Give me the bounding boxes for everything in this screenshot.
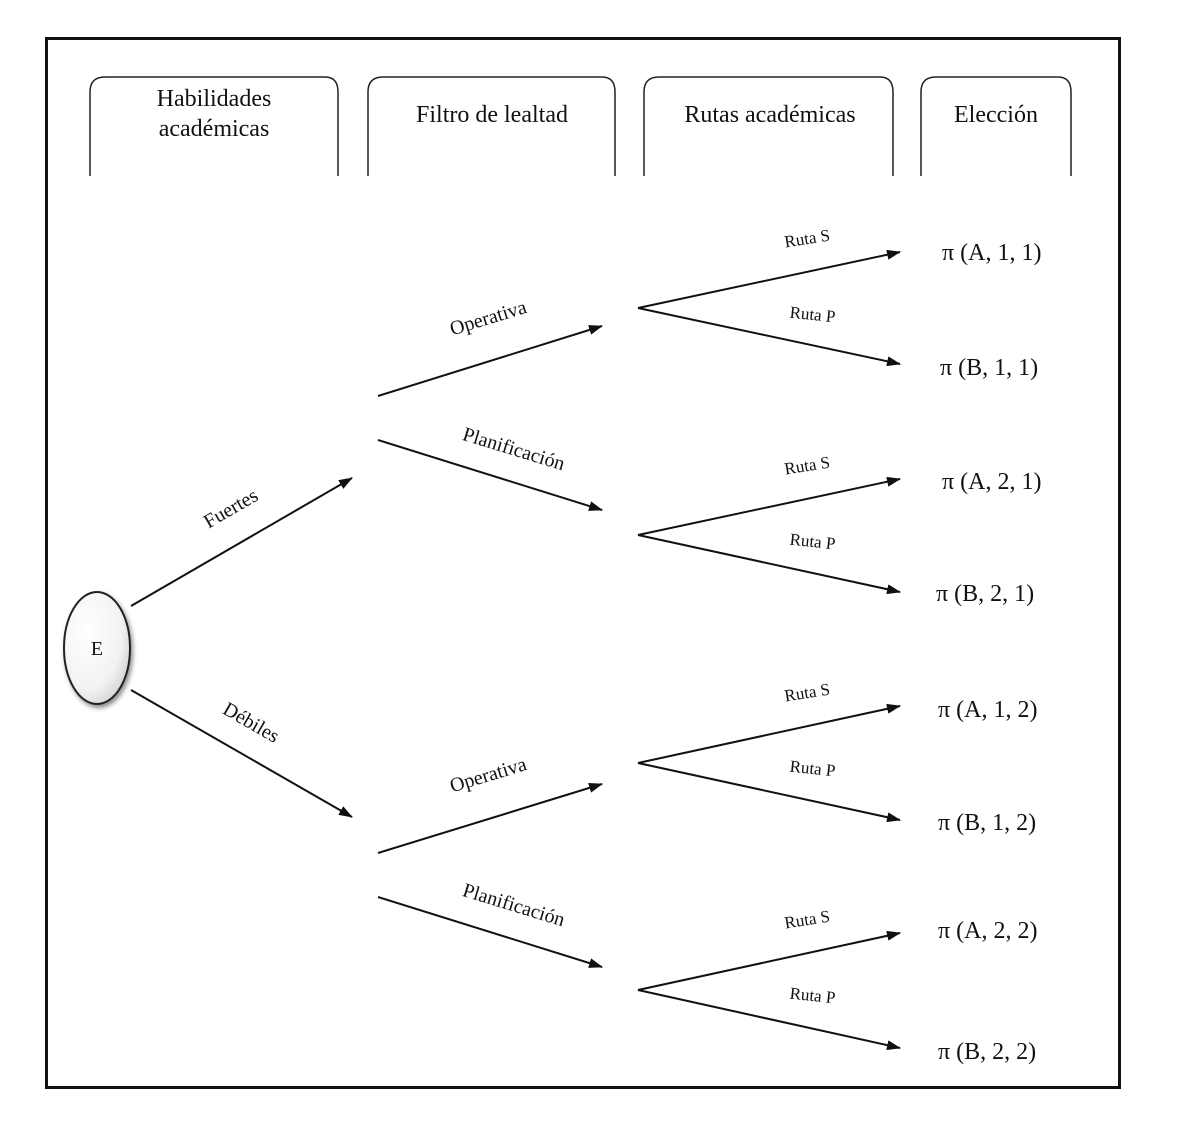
- payoff-a-2-2: π (A, 2, 2): [938, 918, 1037, 944]
- root-node-label: E: [91, 638, 103, 660]
- route-p-arrow: [637, 989, 901, 1051]
- payoff-b-2-2: π (B, 2, 2): [938, 1039, 1036, 1065]
- root-node: E: [63, 591, 131, 705]
- header-rutas: Rutas académicas: [684, 102, 855, 128]
- route-s-label: Ruta S: [783, 453, 831, 479]
- label-operativa-upper: Operativa: [447, 296, 529, 340]
- route-s-arrow: [637, 476, 901, 536]
- route-s-label: Ruta S: [783, 680, 831, 706]
- route-p-arrow: [637, 307, 901, 367]
- diagram-frame: [45, 37, 1121, 1089]
- payoff-a-1-2: π (A, 1, 2): [938, 697, 1037, 723]
- route-p-label: Ruta P: [789, 757, 837, 781]
- payoff-a-1-1: π (A, 1, 1): [942, 240, 1041, 266]
- branch-planificacion-lower: [377, 896, 603, 968]
- route-s-label: Ruta S: [783, 907, 831, 933]
- branch-debiles: [130, 689, 353, 818]
- branch-operativa-lower: [377, 783, 603, 854]
- payoff-b-2-1: π (B, 2, 1): [936, 581, 1034, 607]
- route-s-arrow: [637, 249, 901, 309]
- header-habilidades-line1: Habilidades: [157, 86, 272, 112]
- header-tab-eleccion: Elección: [920, 76, 1072, 176]
- route-p-arrow: [637, 534, 901, 595]
- route-group-1: Ruta S Ruta P: [637, 226, 901, 367]
- header-habilidades-line2: académicas: [159, 116, 270, 142]
- payoff-b-1-2: π (B, 1, 2): [938, 810, 1036, 836]
- route-p-label: Ruta P: [789, 303, 837, 327]
- header-tab-filtro: Filtro de lealtad: [367, 76, 616, 176]
- route-s-arrow: [637, 930, 901, 991]
- branch-fuertes: [130, 477, 353, 607]
- route-s-arrow: [637, 703, 901, 764]
- label-planificacion-lower: Planificación: [460, 879, 567, 931]
- route-p-label: Ruta P: [789, 530, 837, 554]
- route-group-3: Ruta S Ruta P: [637, 680, 901, 823]
- branch-planificacion-upper: [377, 439, 603, 511]
- header-eleccion: Elección: [954, 102, 1038, 128]
- header-tab-habilidades: Habilidades académicas: [89, 76, 339, 176]
- route-p-arrow: [637, 762, 901, 823]
- payoff-b-1-1: π (B, 1, 1): [940, 355, 1038, 381]
- header-tab-rutas: Rutas académicas: [643, 76, 894, 176]
- route-p-label: Ruta P: [789, 984, 837, 1008]
- route-s-label: Ruta S: [783, 226, 831, 252]
- label-fuertes: Fuertes: [200, 484, 262, 533]
- route-group-2: Ruta S Ruta P: [637, 453, 901, 595]
- label-debiles: Débiles: [219, 698, 283, 748]
- label-operativa-lower: Operativa: [447, 753, 529, 797]
- label-planificacion-upper: Planificación: [460, 423, 567, 475]
- route-group-4: Ruta S Ruta P: [637, 907, 901, 1051]
- payoff-a-2-1: π (A, 2, 1): [942, 469, 1041, 495]
- header-filtro: Filtro de lealtad: [416, 102, 568, 128]
- branch-operativa-upper: [377, 325, 603, 397]
